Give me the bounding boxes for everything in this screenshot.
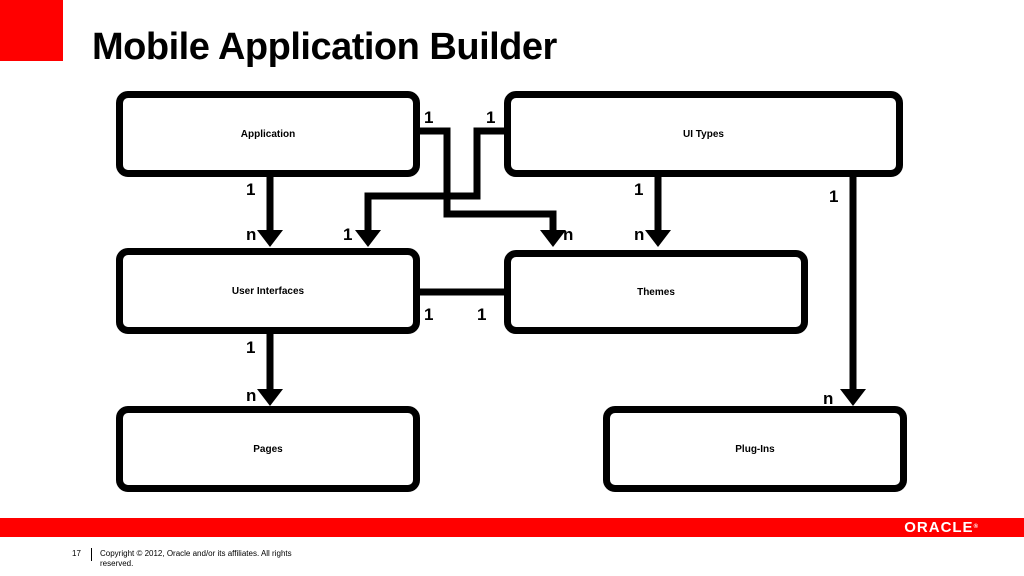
connector-application-themes bbox=[416, 127, 557, 234]
arrowhead-user-interfaces-from-application bbox=[257, 230, 283, 247]
entity-ui-types-label: UI Types bbox=[683, 128, 724, 140]
oracle-logo-text: ORACLE bbox=[904, 519, 974, 536]
cardinality-user-interfaces-to-pages: 1 bbox=[246, 338, 256, 357]
cardinality-themes-from-ui-types: n bbox=[634, 225, 645, 244]
cardinality-user-interfaces-from-ui-types: 1 bbox=[343, 225, 353, 244]
footer-divider bbox=[91, 548, 92, 561]
cardinality-application-to-themes: 1 bbox=[424, 108, 434, 127]
footer-brand-bar bbox=[0, 518, 1024, 537]
entity-themes: Themes bbox=[504, 250, 808, 334]
arrowhead-user-interfaces-from-ui-types bbox=[355, 230, 381, 247]
cardinality-application-to-user-interfaces: 1 bbox=[246, 180, 256, 199]
copyright-notice: Copyright © 2012, Oracle and/or its affi… bbox=[100, 549, 292, 568]
cardinality-user-interfaces-from-application: n bbox=[246, 225, 257, 244]
entity-application-label: Application bbox=[240, 128, 296, 140]
entity-pages-label: Pages bbox=[253, 443, 283, 455]
oracle-logo: ORACLE® bbox=[904, 518, 978, 537]
brand-corner-block bbox=[0, 0, 63, 61]
entity-user-interfaces-label: User Interfaces bbox=[231, 285, 305, 297]
cardinality-plug-ins-from-ui-types: n bbox=[823, 389, 834, 408]
entity-ui-types: UI Types bbox=[504, 91, 903, 177]
entity-plug-ins: Plug-Ins bbox=[603, 406, 907, 492]
cardinality-themes-from-application: n bbox=[563, 225, 574, 244]
registered-mark: ® bbox=[973, 524, 978, 530]
cardinality-themes-to-user-interfaces: 1 bbox=[477, 305, 487, 324]
page-number: 17 bbox=[72, 549, 81, 558]
cardinality-ui-types-to-themes: 1 bbox=[634, 180, 644, 199]
arrowhead-themes-from-application bbox=[540, 230, 566, 247]
connector-ui-types-user-interfaces bbox=[364, 127, 505, 234]
arrowhead-plug-ins bbox=[840, 389, 866, 406]
entity-themes-label: Themes bbox=[637, 286, 675, 298]
entity-application: Application bbox=[116, 91, 420, 177]
cardinality-ui-types-to-user-interfaces: 1 bbox=[486, 108, 496, 127]
cardinality-user-interfaces-to-themes: 1 bbox=[424, 305, 434, 324]
arrowhead-pages bbox=[257, 389, 283, 406]
cardinality-ui-types-to-plug-ins: 1 bbox=[829, 187, 839, 206]
entity-pages: Pages bbox=[116, 406, 420, 492]
entity-user-interfaces: User Interfaces bbox=[116, 248, 420, 334]
slide-title: Mobile Application Builder bbox=[92, 26, 557, 68]
arrowhead-themes-from-ui-types bbox=[645, 230, 671, 247]
entity-plug-ins-label: Plug-Ins bbox=[735, 443, 775, 455]
cardinality-pages-from-user-interfaces: n bbox=[246, 386, 257, 405]
